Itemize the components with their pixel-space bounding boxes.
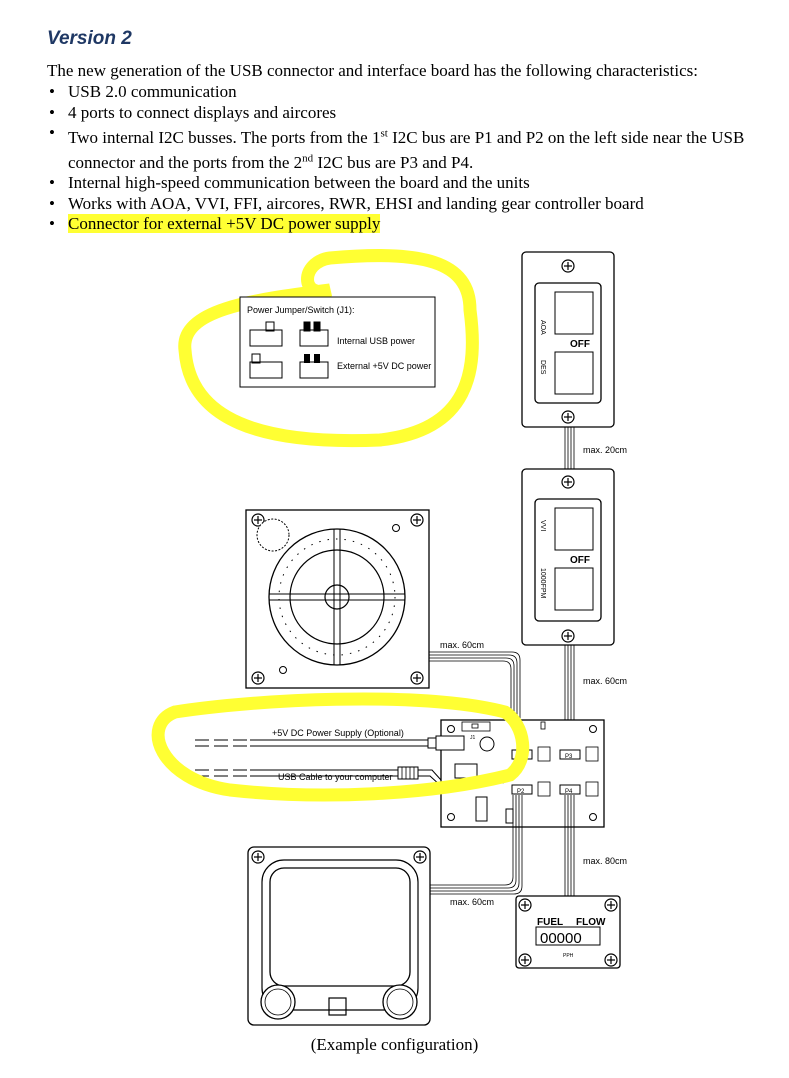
bullet-icon: • [49,173,55,193]
vvi-off-label: OFF [570,555,590,566]
list-item: •Internal high-speed communication betwe… [49,173,530,193]
port-p3-label: P3 [565,754,573,760]
board-ffi-cable [564,795,575,898]
list-item: •4 ports to connect displays and aircore… [49,102,337,122]
list-item: •Two internal I2C busses. The ports from… [49,123,745,172]
rwr-board-cable [429,651,521,750]
power-supply-cable [195,735,465,751]
cable-length-aoa-vvi: max. 20cm [583,445,627,455]
vvi-indicator: OFF VVI 1000FPM [521,468,615,646]
cable-length-ehsi-board: max. 60cm [450,897,494,907]
section-heading: Version 2 [47,28,132,49]
cable-length-rwr-board: max. 60cm [440,640,484,650]
aoa-des-label: DES [539,360,546,375]
figure-caption: (Example configuration) [310,1035,479,1054]
list-item: •USB 2.0 communication [49,82,237,101]
ffi-flow-label: FLOW [576,917,606,928]
aoa-vvi-cable [564,427,575,470]
cable-length-board-ffi: max. 80cm [583,856,627,866]
ehsi-indicator [247,846,431,1026]
rwr-indicator [245,509,430,689]
bullet-icon: • [49,82,55,101]
vvi-fpm-label: 1000FPM [539,568,546,599]
jumper-ext-label: External +5V DC power [337,361,431,371]
vvi-label: VVI [539,520,546,531]
port-j1-label: J1 [470,735,476,741]
intro-text: The new generation of the USB connector … [47,61,698,80]
ffi-indicator: FUEL FLOW 00000 PPH [515,895,621,969]
bullet-icon: • [49,214,55,234]
aoa-label: AOA [539,320,546,335]
highlight-circle-jumper [178,249,479,448]
jumper-title: Power Jumper/Switch (J1): [247,305,355,315]
example-configuration-diagram: Power Jumper/Switch (J1): Internal USB p… [151,249,627,1026]
ffi-digits: 00000 [540,930,582,947]
highlight-circle-cables [151,692,530,802]
list-item: •Works with AOA, VVI, FFI, aircores, RWR… [49,193,644,213]
bullet-icon: • [49,193,55,213]
ffi-fuel-label: FUEL [537,917,563,928]
power-supply-label: +5V DC Power Supply (Optional) [272,728,404,738]
port-p2-label: P2 [517,789,525,795]
jumper-usb-label: Internal USB power [337,336,415,346]
aoa-indicator: OFF AOA DES [521,251,615,428]
port-p4-label: P4 [565,789,573,795]
feature-list: •USB 2.0 communication •4 ports to conne… [47,82,777,235]
aoa-off-label: OFF [570,339,590,350]
ffi-pph-label: PPH [563,953,574,959]
power-jumper-box: Power Jumper/Switch (J1): Internal USB p… [239,296,436,388]
cable-length-vvi-board: max. 60cm [583,676,627,686]
usb-cable-label: USB Cable to your computer [278,772,393,782]
bullet-icon: • [49,102,55,122]
list-item-highlighted: •Connector for external +5V DC power sup… [49,214,381,234]
bullet-icon: • [49,123,55,142]
ehsi-board-cable [430,795,523,895]
